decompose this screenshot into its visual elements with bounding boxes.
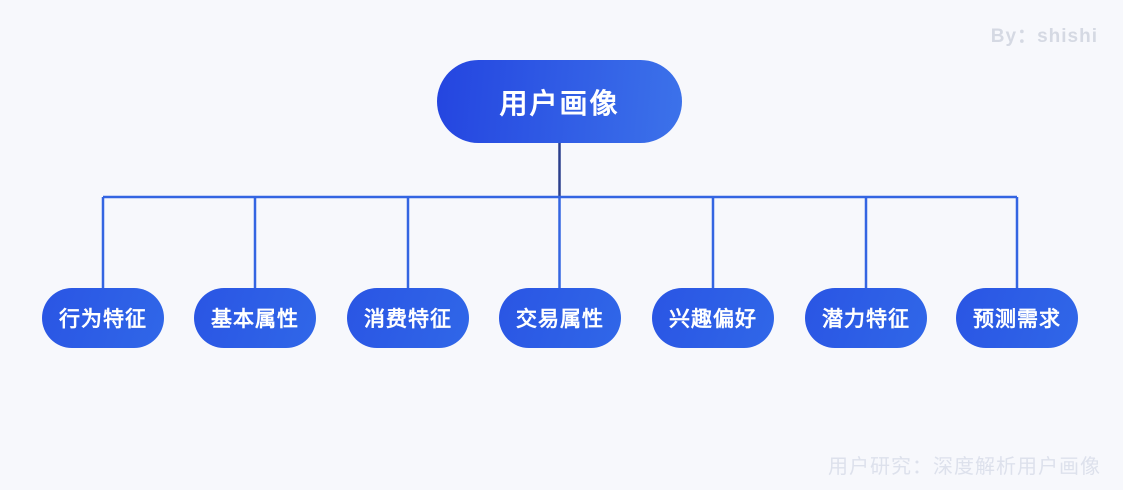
- child-node-predicted-needs[interactable]: 预测需求: [956, 288, 1078, 348]
- child-node-label: 潜力特征: [822, 308, 910, 331]
- root-node-label: 用户画像: [499, 87, 620, 119]
- child-node-label: 基本属性: [211, 308, 299, 331]
- child-node-behavior-features[interactable]: 行为特征: [42, 288, 164, 348]
- footer-watermark-text: 用户研究：深度解析用户画像: [828, 456, 1101, 478]
- child-node-consumption-features[interactable]: 消费特征: [347, 288, 469, 348]
- child-node-label: 交易属性: [516, 308, 604, 331]
- child-node-label: 行为特征: [59, 308, 147, 331]
- root-node-user-profile[interactable]: 用户画像: [437, 60, 682, 143]
- child-node-transaction-attributes[interactable]: 交易属性: [499, 288, 621, 348]
- child-node-basic-attributes[interactable]: 基本属性: [194, 288, 316, 348]
- byline-text: By：shishi: [990, 26, 1098, 47]
- child-node-label: 兴趣偏好: [669, 308, 757, 331]
- child-node-label: 消费特征: [364, 308, 452, 331]
- child-node-interest-preferences[interactable]: 兴趣偏好: [652, 288, 774, 348]
- child-node-label: 预测需求: [973, 308, 1061, 331]
- child-node-potential-features[interactable]: 潜力特征: [805, 288, 927, 348]
